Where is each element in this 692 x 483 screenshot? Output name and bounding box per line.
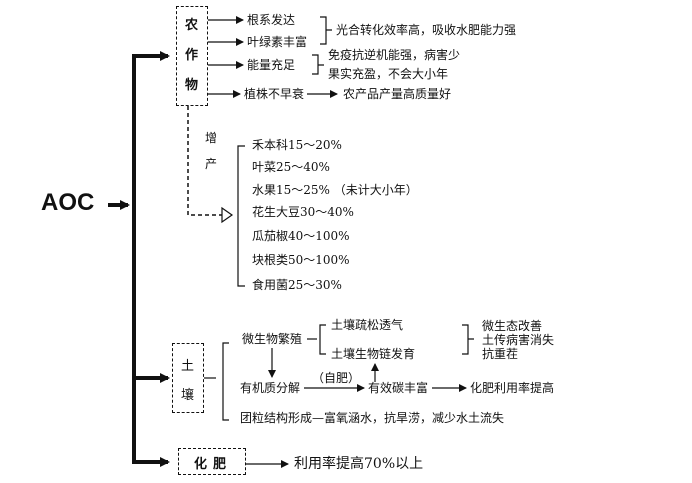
soil-label-char-1: 土 <box>181 359 195 374</box>
soil-effective-carbon: 有效碳丰富 <box>368 381 429 395</box>
soil-outcome: 抗重茬 <box>482 347 519 361</box>
soil-outcome: 土传病害消失 <box>482 333 555 347</box>
soil-aggregate: 团粒结构形成—富氧涵水，抗旱涝，减少水土流失 <box>240 411 505 425</box>
fertilizer-box <box>178 448 246 475</box>
soil-branch-loose: 土壤疏松透气 <box>331 318 404 332</box>
crop-result-immunity: 免疫抗逆机能强，病害少 <box>328 48 461 62</box>
crop-box <box>176 6 208 106</box>
soil-organic: 有机质分解 <box>240 381 301 395</box>
crop-label-char-1: 农 <box>185 18 199 33</box>
aoc-root: AOC <box>41 189 95 216</box>
soil-label-char-2: 壤 <box>181 388 195 403</box>
yield-item: 叶菜25～40% <box>252 160 330 174</box>
yield-item: 瓜茄椒40～100% <box>252 229 350 243</box>
fertilizer-label: 化肥 <box>194 457 233 472</box>
crop-result-fruit: 果实充盈，不会大小年 <box>328 67 449 81</box>
soil-self-fert: （自肥） <box>312 371 361 385</box>
crop-effect-roots: 根系发达 <box>247 13 296 27</box>
crop-effect-energy: 能量充足 <box>247 58 296 72</box>
crop-result-quality: 农产品产量高质量好 <box>343 87 452 101</box>
yield-label-char-2: 产 <box>205 157 218 171</box>
crop-effect-chlorophyll: 叶绿素丰富 <box>247 35 308 49</box>
crop-result-photosynthesis: 光合转化效率高，吸收水肥能力强 <box>336 23 517 37</box>
soil-box <box>172 343 204 413</box>
soil-branch-biochain: 土壤生物链发育 <box>331 347 416 361</box>
soil-microbe: 微生物繁殖 <box>242 332 303 346</box>
soil-fert-efficiency: 化肥利用率提高 <box>470 381 555 395</box>
yield-item: 块根类50～100% <box>252 253 350 267</box>
crop-label-char-2: 作 <box>185 48 199 63</box>
yield-item: 禾本科15～20% <box>252 138 342 152</box>
crop-label-char-3: 物 <box>185 78 199 93</box>
yield-item: 食用菌25～30% <box>252 278 342 292</box>
yield-item: 水果15～25% （未计大小年） <box>252 183 418 197</box>
fertilizer-result: 利用率提高70%以上 <box>294 456 424 472</box>
soil-outcome: 微生态改善 <box>482 319 543 333</box>
crop-effect-no-aging: 植株不早衰 <box>244 87 305 101</box>
yield-label-char-1: 增 <box>205 131 218 145</box>
yield-item: 花生大豆30～40% <box>252 205 354 219</box>
